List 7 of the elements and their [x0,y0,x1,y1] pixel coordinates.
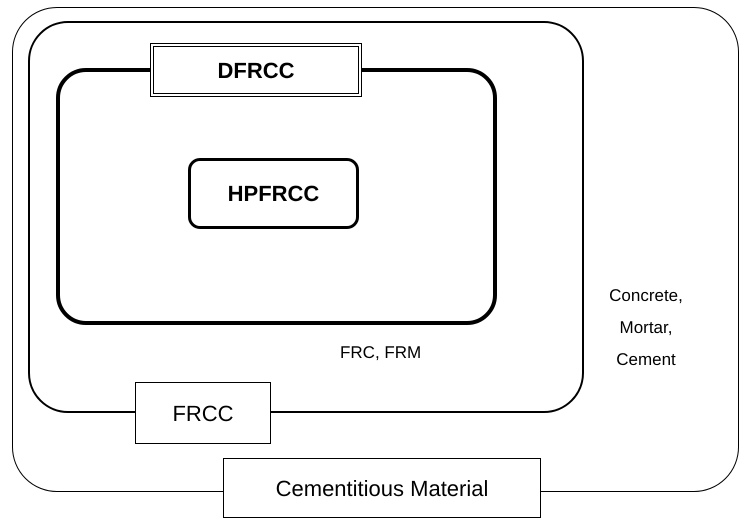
hpfrcc-box [188,158,359,229]
tag-label: DFRCC [150,43,362,97]
region-label: Concrete, Mortar, Cement [608,285,684,371]
region-label: FRC, FRM [340,342,422,364]
node-label: HPFRCC [228,180,320,208]
tag-label: FRCC [135,382,271,444]
tag-label: Cementitious Material [223,458,541,518]
